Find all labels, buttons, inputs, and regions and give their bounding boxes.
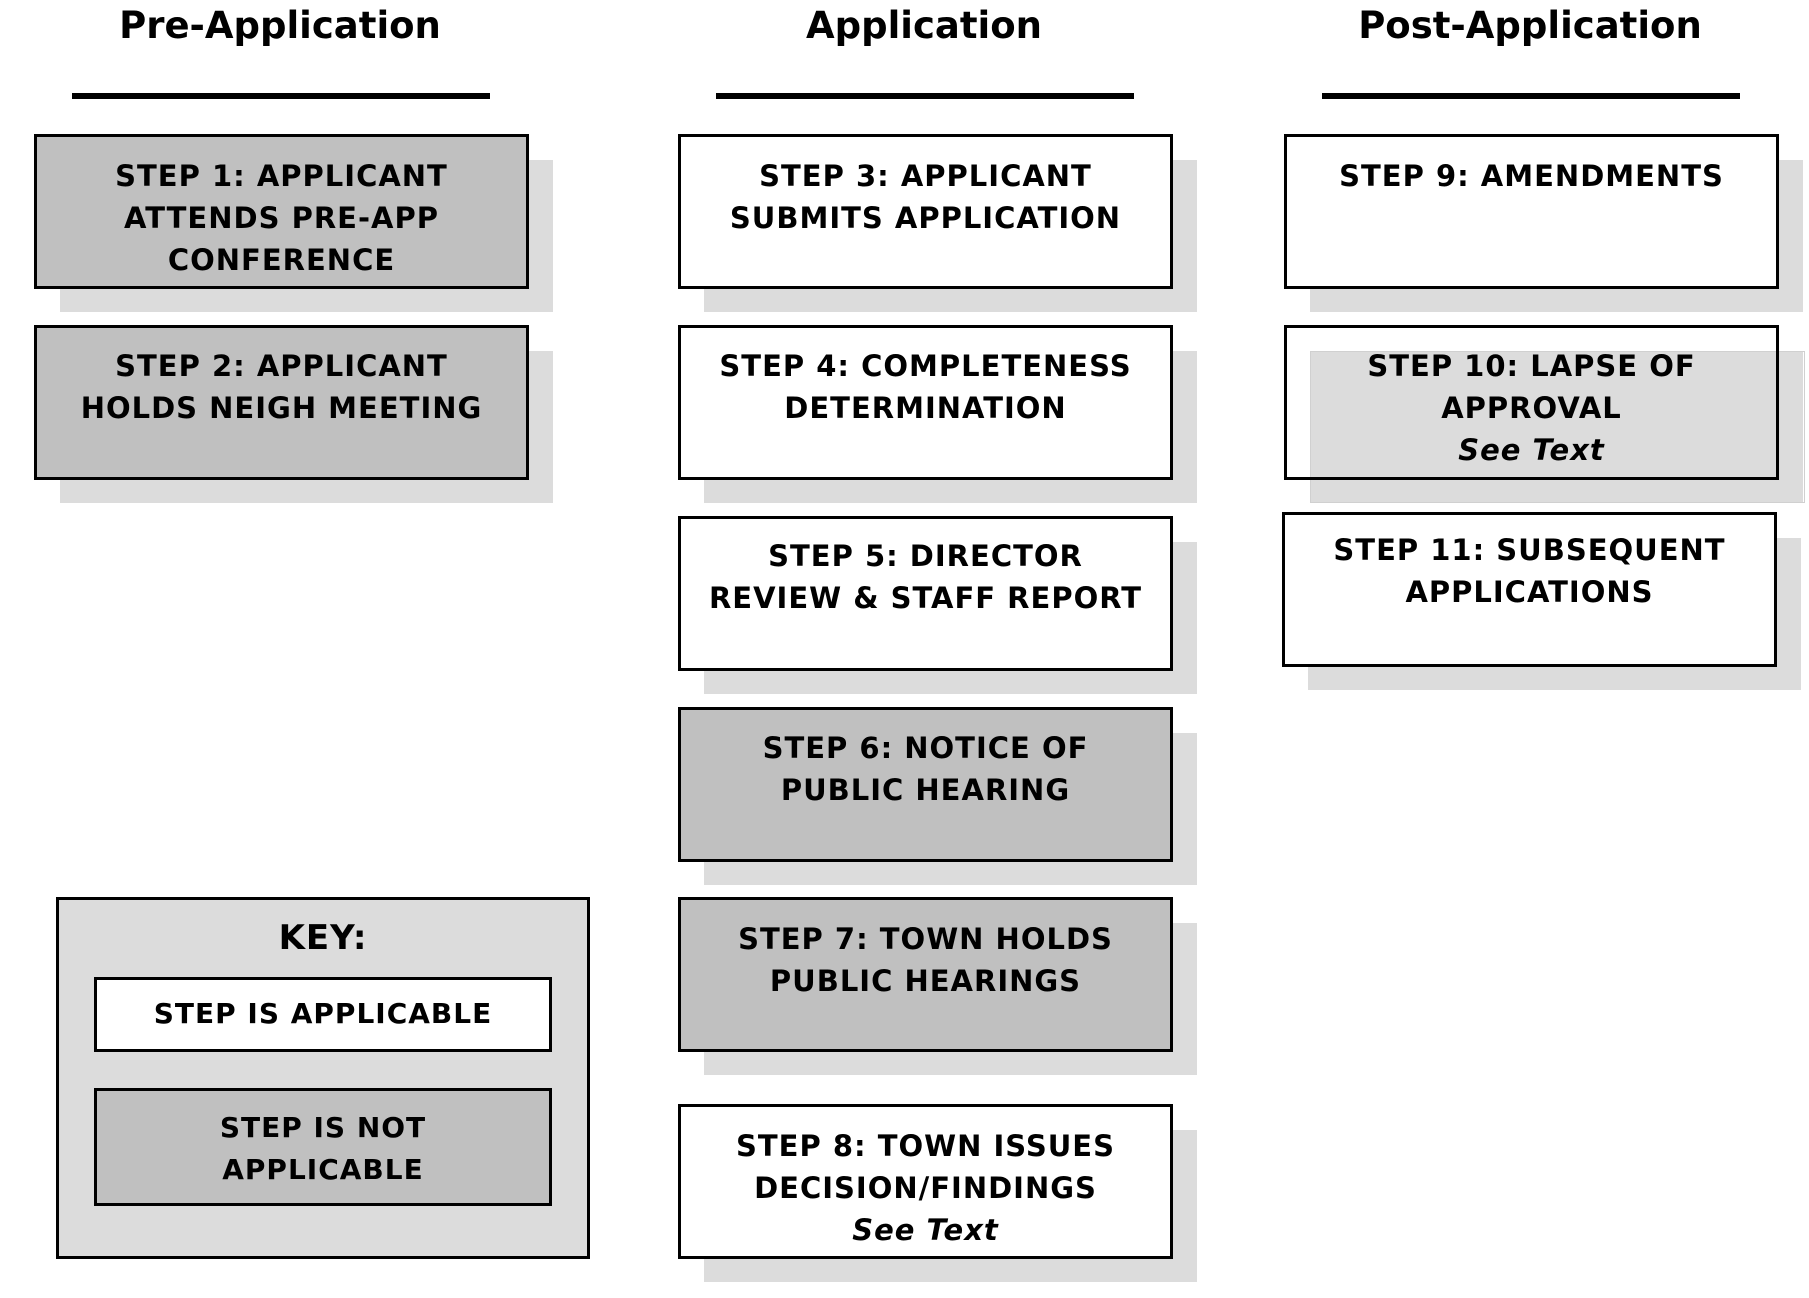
step-9-box: STEP 9: AMENDMENTS bbox=[1284, 134, 1779, 289]
step-7-box: STEP 7: TOWN HOLDS PUBLIC HEARINGS bbox=[678, 897, 1173, 1052]
step-11-line-1: STEP 11: SUBSEQUENT bbox=[1333, 533, 1726, 567]
step-2-box: STEP 2: APPLICANT HOLDS NEIGH MEETING bbox=[34, 325, 529, 480]
step-10-see-text-note: See Text bbox=[1458, 433, 1605, 467]
step-4-line-2: DETERMINATION bbox=[784, 391, 1067, 425]
step-11-line-2: APPLICATIONS bbox=[1405, 575, 1654, 609]
step-11-box: STEP 11: SUBSEQUENT APPLICATIONS bbox=[1282, 512, 1777, 667]
step-10-box: STEP 10: LAPSE OF APPROVAL See Text bbox=[1284, 325, 1779, 480]
key-applicable-label: STEP IS APPLICABLE bbox=[153, 997, 493, 1030]
key-not-applicable-line-2: APPLICABLE bbox=[222, 1153, 424, 1186]
step-7-line-2: PUBLIC HEARINGS bbox=[769, 964, 1082, 998]
step-3-box: STEP 3: APPLICANT SUBMITS APPLICATION bbox=[678, 134, 1173, 289]
step-6-line-1: STEP 6: NOTICE OF bbox=[762, 731, 1089, 765]
application-rule bbox=[716, 93, 1134, 99]
step-1-line-2: ATTENDS PRE-APP bbox=[124, 201, 439, 235]
key-title: KEY: bbox=[278, 918, 368, 958]
step-3-line-2: SUBMITS APPLICATION bbox=[729, 201, 1122, 235]
key-applicable-swatch: STEP IS APPLICABLE bbox=[94, 977, 552, 1052]
step-6-line-2: PUBLIC HEARING bbox=[780, 773, 1071, 807]
pre-application-rule bbox=[72, 93, 490, 99]
step-8-see-text-note: See Text bbox=[852, 1213, 999, 1247]
key-not-applicable-line-1: STEP IS NOT bbox=[219, 1111, 427, 1144]
column-heading-pre-application: Pre-Application bbox=[119, 4, 441, 47]
step-2-line-2: HOLDS NEIGH MEETING bbox=[80, 391, 483, 425]
step-5-line-2: REVIEW & STAFF REPORT bbox=[708, 581, 1143, 615]
step-1-line-1: STEP 1: APPLICANT bbox=[115, 159, 448, 193]
step-4-line-1: STEP 4: COMPLETENESS bbox=[719, 349, 1132, 383]
step-10-line-1: STEP 10: LAPSE OF bbox=[1367, 349, 1696, 383]
step-10-line-2: APPROVAL bbox=[1441, 391, 1622, 425]
step-4-box: STEP 4: COMPLETENESS DETERMINATION bbox=[678, 325, 1173, 480]
step-8-line-2: DECISION/FINDINGS bbox=[754, 1171, 1097, 1205]
step-10-ghost-outline bbox=[1310, 351, 1805, 503]
step-1-box: STEP 1: APPLICANT ATTENDS PRE-APP CONFER… bbox=[34, 134, 529, 289]
step-5-box: STEP 5: DIRECTOR REVIEW & STAFF REPORT bbox=[678, 516, 1173, 671]
step-9-line-1: STEP 9: AMENDMENTS bbox=[1339, 159, 1724, 193]
key-not-applicable-swatch: STEP IS NOT APPLICABLE bbox=[94, 1088, 552, 1206]
post-application-rule bbox=[1322, 93, 1740, 99]
step-5-line-1: STEP 5: DIRECTOR bbox=[768, 539, 1083, 573]
step-8-box: STEP 8: TOWN ISSUES DECISION/FINDINGS Se… bbox=[678, 1104, 1173, 1259]
step-1-line-3: CONFERENCE bbox=[167, 243, 396, 277]
step-6-box: STEP 6: NOTICE OF PUBLIC HEARING bbox=[678, 707, 1173, 862]
column-heading-post-application: Post-Application bbox=[1358, 4, 1702, 47]
step-7-line-1: STEP 7: TOWN HOLDS bbox=[738, 922, 1113, 956]
step-3-line-1: STEP 3: APPLICANT bbox=[759, 159, 1092, 193]
step-2-line-1: STEP 2: APPLICANT bbox=[115, 349, 448, 383]
step-8-line-1: STEP 8: TOWN ISSUES bbox=[736, 1129, 1115, 1163]
column-heading-application: Application bbox=[805, 4, 1042, 47]
